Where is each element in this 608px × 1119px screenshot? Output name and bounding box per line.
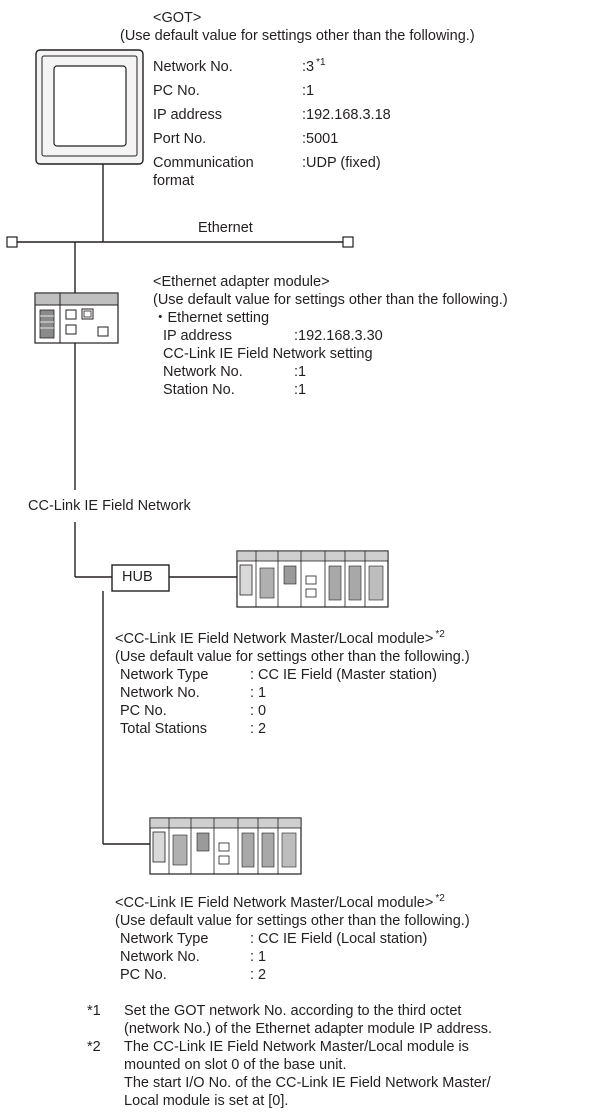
master-label-pc: PC No.	[120, 703, 167, 719]
local-label-network: Network No.	[120, 949, 200, 965]
got-setting-value-format: :UDP (fixed)	[302, 155, 381, 171]
cclink-network-label: CC-Link IE Field Network	[28, 498, 191, 514]
footnote-1-line-1: Set the GOT network No. according to the…	[124, 1003, 462, 1019]
master-plc-rack-icon	[236, 550, 389, 608]
master-value-pc: : 0	[250, 703, 267, 719]
got-setting-label-port: Port No.	[153, 131, 207, 147]
ethernet-terminator-right	[342, 236, 354, 248]
adapter-station-value: :1	[294, 382, 307, 398]
got-setting-label-format: Communication	[153, 155, 254, 171]
hub-label: HUB	[122, 569, 153, 585]
local-label-pc: PC No.	[120, 967, 167, 983]
master-note: (Use default value for settings other th…	[115, 649, 470, 665]
adapter-note: (Use default value for settings other th…	[153, 292, 508, 308]
master-title: <CC-Link IE Field Network Master/Local m…	[115, 629, 445, 647]
got-setting-value-port: :5001	[302, 131, 339, 147]
footnote-1-mark: *1	[87, 1003, 101, 1019]
adapter-ethernet-heading: ・Ethernet setting	[153, 310, 270, 326]
master-label-network: Network No.	[120, 685, 200, 701]
got-device-icon	[35, 49, 144, 165]
adapter-ip-value: :192.168.3.30	[294, 328, 383, 344]
ethernet-label: Ethernet	[198, 220, 253, 236]
hub-box	[111, 564, 170, 592]
footnote-ref-2b: *2	[435, 893, 445, 904]
got-setting-value-pc: :1	[302, 83, 315, 99]
adapter-cclink-heading: CC-Link IE Field Network setting	[163, 346, 373, 362]
ethernet-terminator-left	[6, 236, 18, 248]
got-setting-label-ip: IP address	[153, 107, 223, 123]
got-setting-value-ip: :192.168.3.18	[302, 107, 391, 123]
master-label-total: Total Stations	[120, 721, 208, 737]
footnote-2-line-2: mounted on slot 0 of the base unit.	[124, 1057, 347, 1073]
got-note: (Use default value for settings other th…	[120, 28, 475, 44]
footnote-2-mark: *2	[87, 1039, 101, 1055]
footnote-2-line-3: The start I/O No. of the CC-Link IE Fiel…	[124, 1075, 491, 1091]
adapter-ip-label: IP address	[163, 328, 233, 344]
footnote-2-line-4: Local module is set at [0].	[124, 1093, 289, 1109]
ethernet-adapter-icon	[34, 292, 119, 344]
got-setting-label-network: Network No.	[153, 59, 233, 75]
local-value-type: : CC IE Field (Local station)	[250, 931, 428, 947]
got-setting-value-network: :3*1	[302, 57, 326, 75]
local-note: (Use default value for settings other th…	[115, 913, 470, 929]
local-plc-rack-icon	[149, 817, 302, 875]
got-setting-label-pc: PC No.	[153, 83, 200, 99]
adapter-station-label: Station No.	[163, 382, 235, 398]
footnote-ref-2: *2	[435, 629, 445, 640]
got-setting-label-format-2: format	[153, 173, 195, 189]
master-label-type: Network Type	[120, 667, 209, 683]
footnote-2-line-1: The CC-Link IE Field Network Master/Loca…	[124, 1039, 469, 1055]
master-value-total: : 2	[250, 721, 267, 737]
local-title: <CC-Link IE Field Network Master/Local m…	[115, 893, 445, 911]
adapter-network-label: Network No.	[163, 364, 243, 380]
got-title: <GOT>	[153, 10, 202, 26]
local-value-pc: : 2	[250, 967, 267, 983]
footnote-ref-1: *1	[316, 57, 326, 68]
footnote-1-line-2: (network No.) of the Ethernet adapter mo…	[124, 1021, 493, 1037]
adapter-network-value: :1	[294, 364, 307, 380]
master-value-type: : CC IE Field (Master station)	[250, 667, 437, 683]
adapter-title: <Ethernet adapter module>	[153, 274, 330, 290]
master-value-network: : 1	[250, 685, 267, 701]
local-value-network: : 1	[250, 949, 267, 965]
local-label-type: Network Type	[120, 931, 209, 947]
